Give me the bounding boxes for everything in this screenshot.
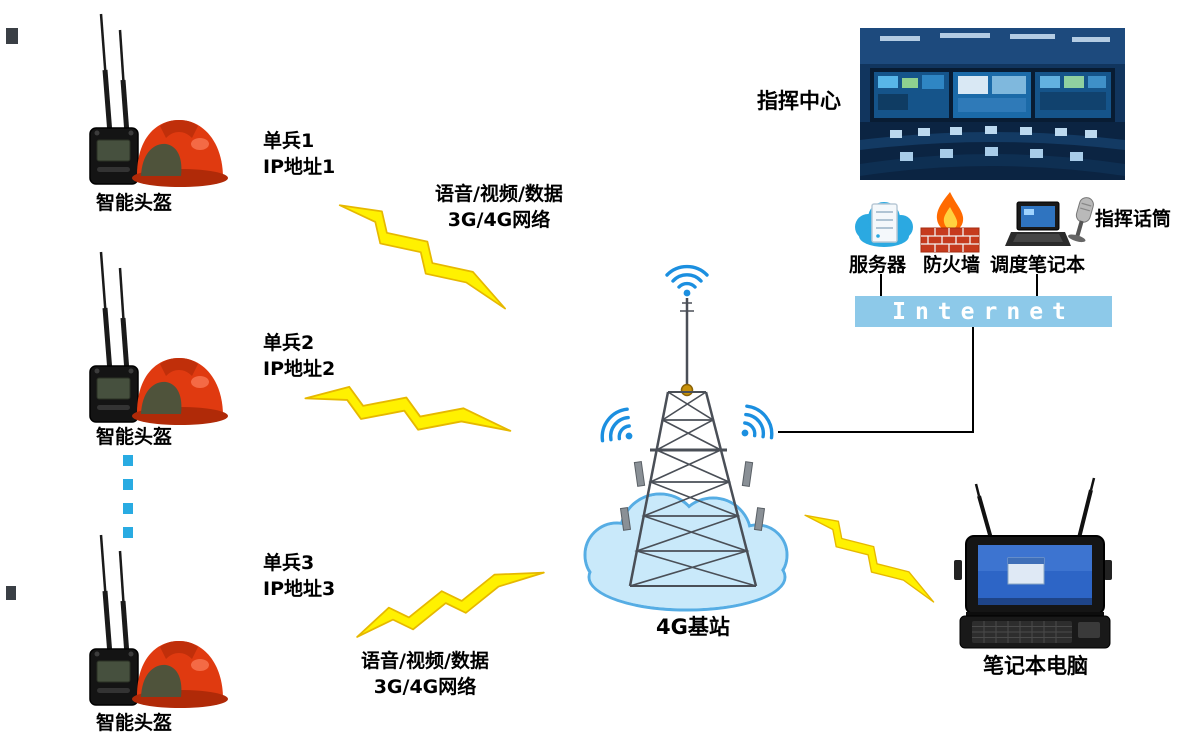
smart-helmet-2 [90,252,228,425]
internet-bar: Internet [855,296,1112,327]
command-center-label: 指挥中心 [757,89,841,113]
link-bottom-line2: 3G/4G网络 [373,676,477,698]
helmet-1-label: 智能头盔 [96,192,173,214]
helmet-2-label: 智能头盔 [96,426,173,448]
soldier-1-label: 单兵1 IP地址1 [263,128,335,180]
radio-link-bolt-2 [302,379,515,445]
server-label: 服务器 [849,254,907,276]
wifi-signal-left-icon [594,402,646,456]
soldier-3-name: 单兵3 [263,552,315,574]
wifi-signal-right-icon [728,399,780,453]
soldier-1-ip: IP地址1 [263,156,336,178]
soldier-2-ip: IP地址2 [263,358,336,380]
soldier-3-label: 单兵3 IP地址3 [263,550,335,602]
soldier-1-name: 单兵1 [263,130,315,152]
laptop-label: 笔记本电脑 [983,654,1088,678]
cloud [583,492,789,612]
wired-links [778,274,1038,433]
command-mic-label: 指挥话筒 [1095,208,1172,230]
link-bottom-label: 语音/视频/数据 3G/4G网络 [330,648,520,700]
corner-artifact-bottom [6,586,16,600]
link-top-label: 语音/视频/数据 3G/4G网络 [404,181,594,233]
command-center-photo [860,28,1125,180]
internet-label: Internet [892,298,1075,325]
radio-link-bolt-3 [350,555,549,650]
corner-artifact-top [6,28,18,44]
soldier-3-ip: IP地址3 [263,578,336,600]
dispatch-laptop-icon [1005,201,1071,246]
server-icon [855,202,913,247]
dispatch-laptop-label: 调度笔记本 [990,254,1086,276]
laptop-node [954,477,1112,649]
video-wall-screens [878,75,1106,112]
link-top-line2: 3G/4G网络 [447,209,551,231]
base-station-label: 4G基站 [656,615,730,639]
smart-helmet-1 [90,14,228,187]
firewall-icon [920,192,980,253]
command-mic-icon [1068,197,1094,243]
radio-link-bolt-4 [798,503,942,611]
cell-tower [619,298,766,587]
helmet-3-label: 智能头盔 [96,712,173,734]
tower-to-internet-line [778,327,974,433]
link-top-line1: 语音/视频/数据 [435,183,563,205]
firewall-label: 防火墙 [923,254,981,276]
link-bottom-line1: 语音/视频/数据 [361,650,489,672]
wifi-signal-top-icon [665,264,709,299]
base-station-node [583,264,789,612]
soldier-2-label: 单兵2 IP地址2 [263,330,335,382]
smart-helmet-3 [90,535,228,708]
soldier-2-name: 单兵2 [263,332,315,354]
